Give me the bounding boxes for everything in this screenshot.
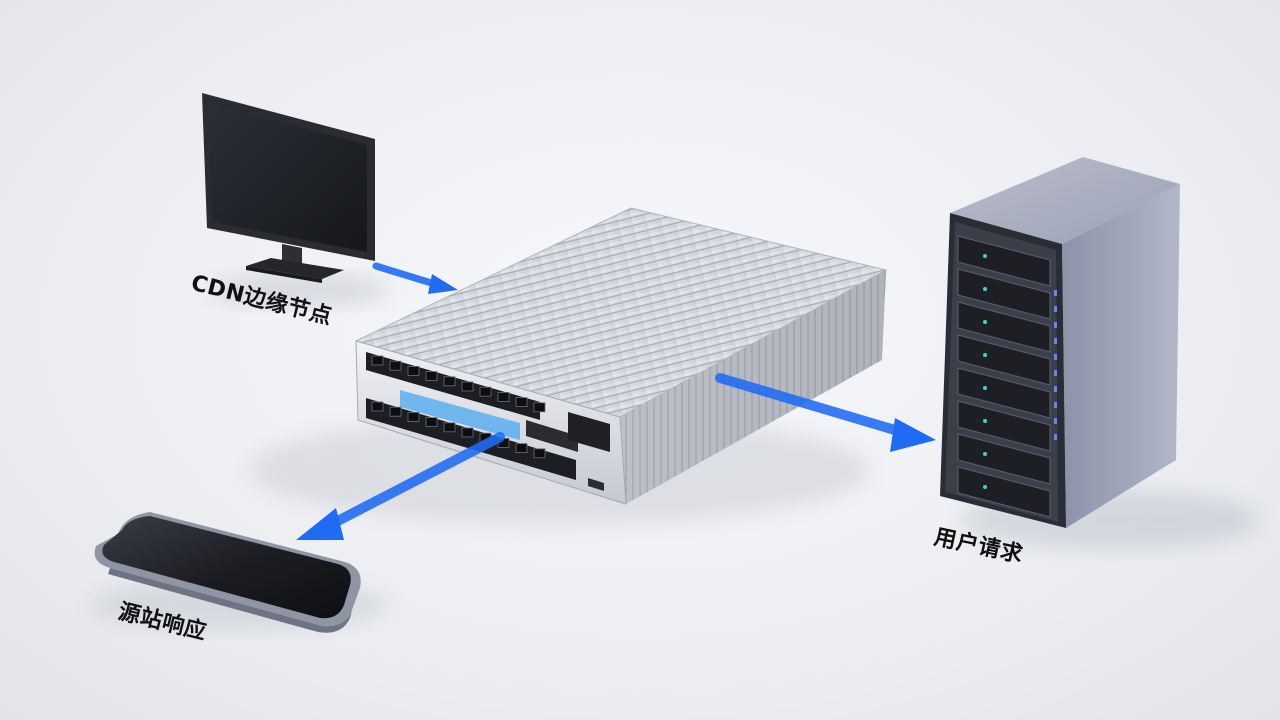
ethernet-port [443,422,456,433]
drive-led [983,353,987,357]
ethernet-port [443,376,456,387]
drive-led [983,287,987,291]
smartphone-icon [94,512,361,633]
drive-led [983,254,987,258]
drive-bay [957,400,1051,452]
drive-led [983,452,987,456]
ethernet-port [389,406,402,417]
ethernet-port [515,397,528,408]
drive-led [983,386,987,390]
ethernet-port [425,417,438,428]
arrow-switch-to-phone [296,432,505,540]
monitor-shadow [210,274,390,306]
status-led [1054,290,1057,296]
status-led [1054,370,1057,376]
ethernet-port [407,411,420,422]
arrow-monitor-to-switch [372,262,458,294]
ethernet-port [461,381,474,392]
drive-bay [957,301,1051,353]
drive-bay [957,433,1051,485]
ethernet-port [479,386,492,397]
arrow-switch-to-server [715,373,936,452]
drive-bay [957,334,1051,386]
ethernet-port [533,448,546,459]
status-display [568,412,610,452]
status-led [1054,402,1057,408]
network-switch-icon [354,207,888,505]
status-leds [1054,290,1057,440]
ethernet-port [515,443,528,454]
status-led [1054,354,1057,360]
cable-cluster [400,390,520,440]
drive-led [983,485,987,489]
ethernet-port [407,365,420,376]
drive-bay [957,466,1051,518]
ethernet-port [497,391,510,402]
status-led [1054,434,1057,440]
status-led [1054,386,1057,392]
status-led [1054,322,1057,328]
drive-led [983,320,987,324]
ethernet-port [425,371,438,382]
drive-bays [957,235,1051,518]
drive-led [983,419,987,423]
ethernet-port [461,427,474,438]
server-tower-icon [940,157,1180,528]
usb-port [588,478,604,491]
ethernet-port [371,401,384,412]
status-led [1054,418,1057,424]
port-rows [366,352,578,480]
drive-bay [957,268,1051,320]
ethernet-port [371,355,384,366]
ethernet-port [533,402,546,413]
drive-bay [957,367,1051,419]
drive-bay [957,235,1051,287]
status-led [1054,338,1057,344]
ethernet-port [389,360,402,371]
status-led [1054,306,1057,312]
monitor-icon [202,93,375,283]
